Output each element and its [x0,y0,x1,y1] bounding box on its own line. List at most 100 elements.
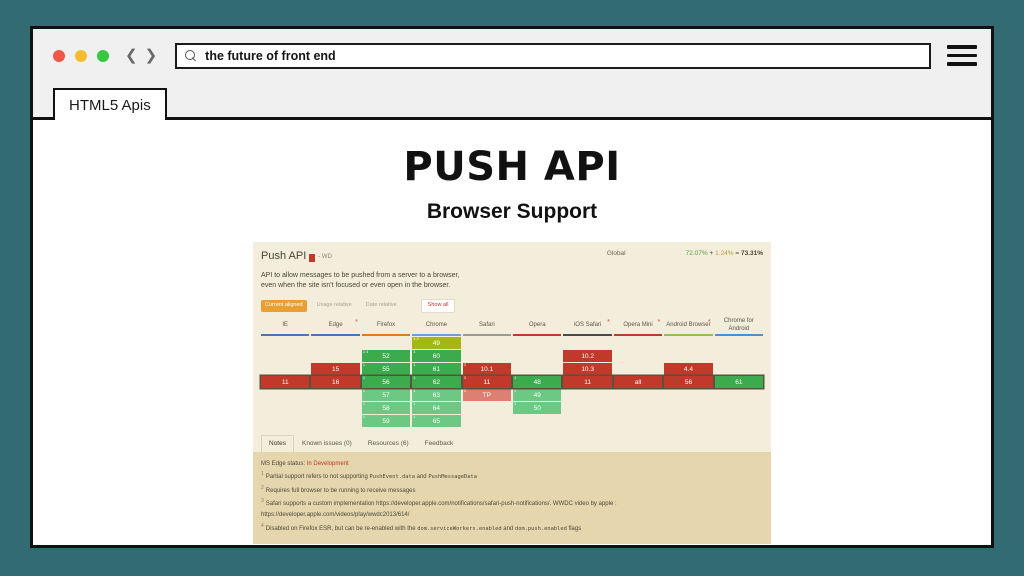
version-cell[interactable]: 56 [664,376,713,389]
version-cell-empty [513,350,561,362]
caniuse-filter-2[interactable]: Date relative [365,301,397,308]
back-icon[interactable]: ❮ [125,47,138,64]
description-line-2: even when the site isn't focused or even… [261,282,451,290]
version-cell[interactable]: 11 [261,376,310,389]
caniuse-description: API to allow messages to be pushed from … [261,271,763,292]
browser-brand-stripe [361,333,411,337]
version-cell-empty [463,350,511,362]
version-cell-empty [513,415,561,427]
caniuse-note-tabs: Notes Known issues (0) Resources (6) Feedba… [261,435,763,452]
version-cell-empty [563,337,611,349]
caniuse-note-tab-1[interactable]: Known issues (0) [301,440,352,448]
version-cell-empty [311,389,359,401]
tab-html5-apis[interactable]: HTML5 Apis [53,88,167,120]
version-cell-empty [261,337,309,349]
version-cell-list: 61 [714,336,764,427]
maximize-window-button[interactable] [97,49,109,62]
version-cell[interactable]: 15 [311,363,360,376]
caniuse-note-tab-2[interactable]: Resources (6) [367,440,409,448]
caniuse-filter-1[interactable]: Usage relative [316,301,352,308]
version-cell[interactable]: all [613,376,663,389]
cell-footnote-marker: 1 [413,375,416,381]
hamburger-menu-icon[interactable] [947,45,977,66]
caniuse-filter-0[interactable]: Current aligned [261,299,307,312]
version-cell-empty [664,402,712,414]
note-marker: 2 [261,484,264,491]
note-code: dom.serviceWorkers.enabled [417,525,502,532]
usage-supported: 72.07% [685,250,708,257]
browser-name: Firefox [376,322,396,329]
caniuse-note-tab-3[interactable]: Feedback [424,440,454,448]
cell-footnote-marker: 3 [463,375,466,381]
caniuse-spec-status: - WD [318,253,332,260]
browser-brand-stripe [613,333,663,337]
version-cell[interactable]: 4.4 [664,363,713,376]
version-cell[interactable]: 11 [563,376,612,389]
browser-name: IE [282,322,289,329]
version-cell-empty [311,350,359,362]
version-cell[interactable]: 61 [714,376,764,389]
forward-icon[interactable]: ❯ [144,47,158,64]
version-cell-empty [664,337,712,349]
cell-footnote-marker: 1 [413,414,416,420]
hamburger-bar [947,62,977,66]
caniuse-note-tab-0[interactable]: Notes [261,435,294,452]
browser-column-header: Opera [513,318,561,334]
browser-column-header: IE [261,318,309,334]
version-cell-empty [563,389,611,401]
cell-footnote-marker: 3 [463,362,466,368]
minimize-window-button[interactable] [75,49,87,62]
show-all-button[interactable]: Show all [420,298,456,313]
browser-name: Safari [478,322,495,329]
version-cell-empty [563,415,611,427]
close-window-button[interactable] [53,49,65,62]
browser-chrome-toolbar: ❮ ❯ the future of front end [33,29,991,82]
cell-footnote-marker: 1 [413,388,416,394]
version-cell[interactable]: 16 [311,376,360,389]
version-cell[interactable]: 10.2 [563,350,612,363]
caniuse-feature-name: Push API [261,250,307,262]
edge-status-line: MS Edge status: In Development [261,459,763,470]
note-text: flags [566,525,582,532]
browser-brand-stripe [714,333,764,337]
browser-column-header: Edge* [311,318,359,334]
version-cell-empty [261,350,309,362]
browser-column-header: Chrome [412,318,460,334]
usage-partial: 1.24% [715,250,734,257]
address-bar[interactable]: the future of front end [175,42,931,69]
browser-column-header: Chrome for Android [715,318,763,334]
browser-brand-stripe [664,333,713,337]
version-cell[interactable]: 10.3 [563,363,612,376]
caniuse-region-label[interactable]: Global [606,250,626,257]
navigation-arrows: ❮ ❯ [125,48,157,63]
note-marker: 1 [261,471,264,478]
